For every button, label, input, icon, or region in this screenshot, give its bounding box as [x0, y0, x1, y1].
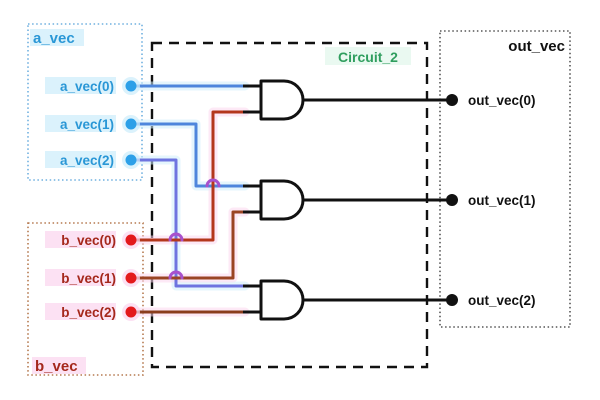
out-vec-0-pin[interactable]	[446, 94, 458, 106]
out-vec-2-pin-label[interactable]: out_vec(2)	[468, 293, 536, 308]
a-vec-0-pin-label[interactable]: a_vec(0)	[60, 79, 114, 94]
circuit-module-box[interactable]	[150, 41, 429, 369]
a-vec-0-pin[interactable]	[125, 80, 137, 92]
and-gate-3[interactable]	[259, 279, 305, 321]
b-vec-0-label-highlight	[45, 231, 116, 248]
circuit-title-highlight	[325, 47, 411, 65]
a-vec-2-pin-label[interactable]: a_vec(2)	[60, 153, 114, 168]
out-vec-1-pin-label[interactable]: out_vec(1)	[468, 193, 536, 208]
out-vec-title[interactable]: out_vec	[508, 38, 565, 55]
a-vec-1-label-highlight	[45, 115, 116, 132]
b-vec-1-label-highlight	[45, 269, 116, 286]
a-vec-title-highlight	[30, 29, 84, 46]
b-vec-2-pin[interactable]	[125, 306, 137, 318]
b-vec-title-highlight	[32, 357, 86, 374]
out-vec-1-pin[interactable]	[446, 194, 458, 206]
wire-crossing-hop	[168, 232, 184, 242]
and-gate-1[interactable]	[259, 79, 305, 121]
b-vec-2-label-highlight	[45, 303, 116, 320]
out-vec-module-box[interactable]	[439, 30, 571, 328]
a-vec-1-pin-label[interactable]: a_vec(1)	[60, 117, 114, 132]
and-gate-2[interactable]	[259, 179, 305, 221]
a-vec-1-pin[interactable]	[125, 118, 137, 130]
net-a2-highlight	[126, 155, 250, 291]
out-vec-2-pin[interactable]	[446, 294, 458, 306]
net-b-vec-0-wire[interactable]	[129, 110, 247, 242]
b-vec-0-pin-label[interactable]: b_vec(0)	[61, 233, 116, 248]
b-vec-0-pin[interactable]	[125, 234, 137, 246]
net-b0-highlight	[126, 107, 250, 245]
net-a-vec-2-wire[interactable]	[129, 158, 247, 288]
b-vec-title[interactable]: b_vec	[35, 358, 78, 375]
out-vec-0-pin-label[interactable]: out_vec(0)	[468, 93, 536, 108]
net-a-vec-1-wire[interactable]	[129, 122, 247, 188]
b-vec-2-pin-label[interactable]: b_vec(2)	[61, 305, 116, 320]
b-vec-1-pin[interactable]	[125, 272, 137, 284]
b-vec-1-pin-label[interactable]: b_vec(1)	[61, 271, 116, 286]
net-b-vec-1-wire[interactable]	[129, 210, 247, 280]
a-vec-title[interactable]: a_vec	[33, 30, 75, 47]
wire-crossing-hop	[205, 178, 221, 188]
a-vec-2-pin[interactable]	[125, 154, 137, 166]
a-vec-2-label-highlight	[45, 151, 116, 168]
b-vec-module-box[interactable]	[27, 222, 144, 376]
net-a1-highlight	[126, 119, 250, 191]
net-b1-highlight	[126, 207, 250, 283]
circuit-title[interactable]: Circuit_2	[338, 49, 398, 65]
a-vec-0-label-highlight	[45, 77, 116, 94]
wire-crossing-hop	[168, 270, 184, 280]
